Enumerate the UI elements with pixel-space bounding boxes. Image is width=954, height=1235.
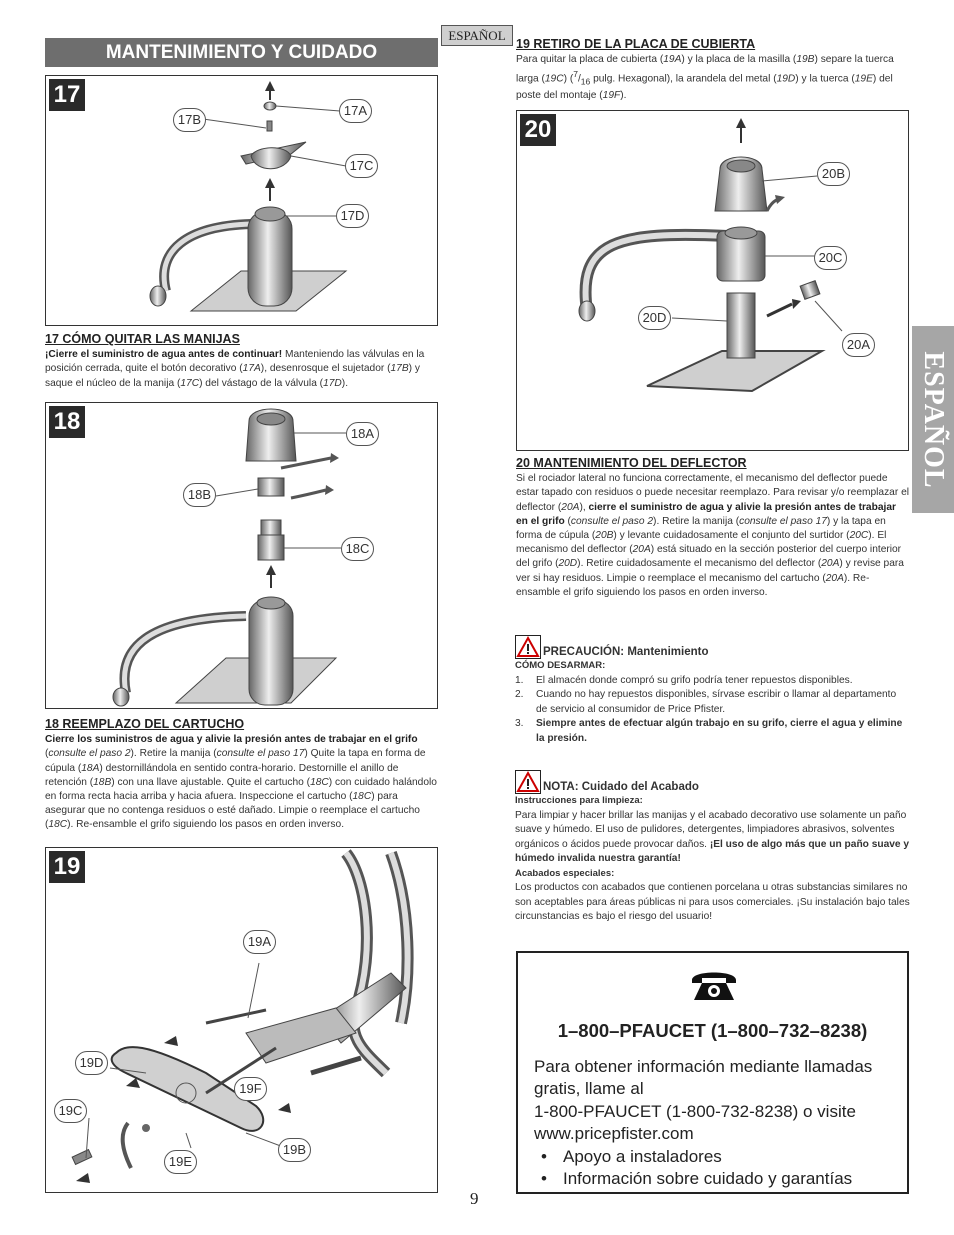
step-body: Para quitar la placa de cubierta (19A) y…	[516, 54, 894, 102]
language-tag: ESPAÑOL	[441, 25, 513, 46]
warning-icon	[515, 635, 541, 659]
callout-label: 17C	[345, 154, 378, 178]
step-18-text: 18 REEMPLAZO DEL CARTUCHO Cierre los sum…	[45, 717, 438, 833]
callout-label: 20D	[638, 306, 671, 330]
note-subtitle: Instrucciones para limpieza:	[515, 795, 643, 806]
callout-label: 19C	[54, 1099, 87, 1123]
step-20-text: 20 MANTENIMIENTO DEL DEFLECTOR Si el roc…	[516, 456, 909, 600]
callout-label: 20A	[842, 333, 875, 357]
side-language-tab: ESPAÑOL	[912, 326, 954, 513]
note-paragraph: Los productos con acabados que contienen…	[515, 882, 910, 922]
callout-label: 20C	[814, 246, 847, 270]
callout-label: 18A	[346, 422, 379, 446]
callout-label: 17D	[336, 204, 369, 228]
caution-title: PRECAUCIÓN: Mantenimiento	[543, 646, 709, 658]
section-title: MANTENIMIENTO Y CUIDADO	[45, 38, 438, 67]
callout-label: 18B	[183, 483, 216, 507]
note-subtitle: Acabados especiales:	[515, 867, 615, 879]
side-tab-label: ESPAÑOL	[918, 350, 949, 489]
step-body: Cierre los suministros de agua y alivie …	[45, 734, 437, 831]
figure-17: 17 17B 17A 17C 17D	[45, 75, 438, 326]
list-item: Apoyo a instaladores	[534, 1146, 899, 1168]
step-body: ¡Cierre el suministro de agua antes de c…	[45, 349, 425, 389]
step-heading: 17 CÓMO QUITAR LAS MANIJAS	[45, 332, 240, 346]
caution-block: PRECAUCIÓN: Mantenimiento CÓMO DESARMAR:…	[515, 635, 910, 746]
step-19-text: 19 RETIRO DE LA PLACA DE CUBIERTA Para q…	[516, 37, 909, 103]
contact-info: Para obtener información mediante llamad…	[534, 1056, 899, 1190]
step-heading: 20 MANTENIMIENTO DEL DEFLECTOR	[516, 456, 747, 470]
note-block: NOTA: Cuidado del Acabado Instrucciones …	[515, 770, 910, 925]
warning-icon	[515, 770, 541, 794]
caution-subtitle: CÓMO DESARMAR:	[515, 660, 606, 671]
list-item: 2.Cuando no hay repuestos disponibles, s…	[515, 689, 897, 715]
step-heading: 19 RETIRO DE LA PLACA DE CUBIERTA	[516, 37, 756, 51]
step-number: 20	[520, 114, 556, 146]
callout-label: 20B	[817, 162, 850, 186]
figure-20: 20 20B 20C 20D 20A	[516, 110, 909, 451]
list-item: 1.El almacén donde compró su grifo podrí…	[515, 674, 853, 686]
figure-18: 18 18A 18B 18C	[45, 402, 438, 709]
callout-label: 19A	[243, 930, 276, 954]
deflector-illustration	[578, 118, 843, 393]
callout-label: 17A	[339, 99, 372, 123]
telephone-icon	[692, 972, 736, 1000]
callout-label: 19D	[75, 1051, 108, 1075]
note-paragraph: Para limpiar y hacer brillar las manijas…	[515, 809, 910, 865]
callout-label: 19F	[234, 1077, 267, 1101]
callout-label: 19B	[278, 1138, 311, 1162]
list-item: 3.Siempre antes de efectuar algún trabaj…	[515, 718, 903, 744]
website-link[interactable]: www.pricepfister.com	[534, 1124, 694, 1144]
callout-label: 17B	[173, 108, 206, 132]
note-title: NOTA: Cuidado del Acabado	[543, 781, 699, 793]
step-heading: 18 REEMPLAZO DEL CARTUCHO	[45, 717, 245, 731]
cartridge-illustration	[112, 408, 346, 707]
step-number: 18	[49, 406, 85, 438]
step-body: Si el rociador lateral no funciona corre…	[516, 473, 909, 598]
page-number: 9	[470, 1189, 479, 1208]
callout-label: 19E	[164, 1150, 197, 1174]
cover-plate-illustration	[71, 849, 414, 1183]
faucet-handle-illustration	[149, 81, 348, 312]
step-number: 19	[49, 851, 85, 883]
figure-19: 19 19A 19D 19C 19F 19E 19B	[45, 847, 438, 1193]
list-item: Información sobre cuidado y garantías	[534, 1168, 899, 1190]
step-17-text: 17 CÓMO QUITAR LAS MANIJAS ¡Cierre el su…	[45, 332, 438, 391]
callout-label: 18C	[341, 537, 374, 561]
step-number: 17	[49, 79, 85, 111]
contact-box: 1–800–PFAUCET (1–800–732–8238) Para obte…	[516, 951, 909, 1194]
phone-number-heading: 1–800–PFAUCET (1–800–732–8238)	[557, 1020, 868, 1041]
